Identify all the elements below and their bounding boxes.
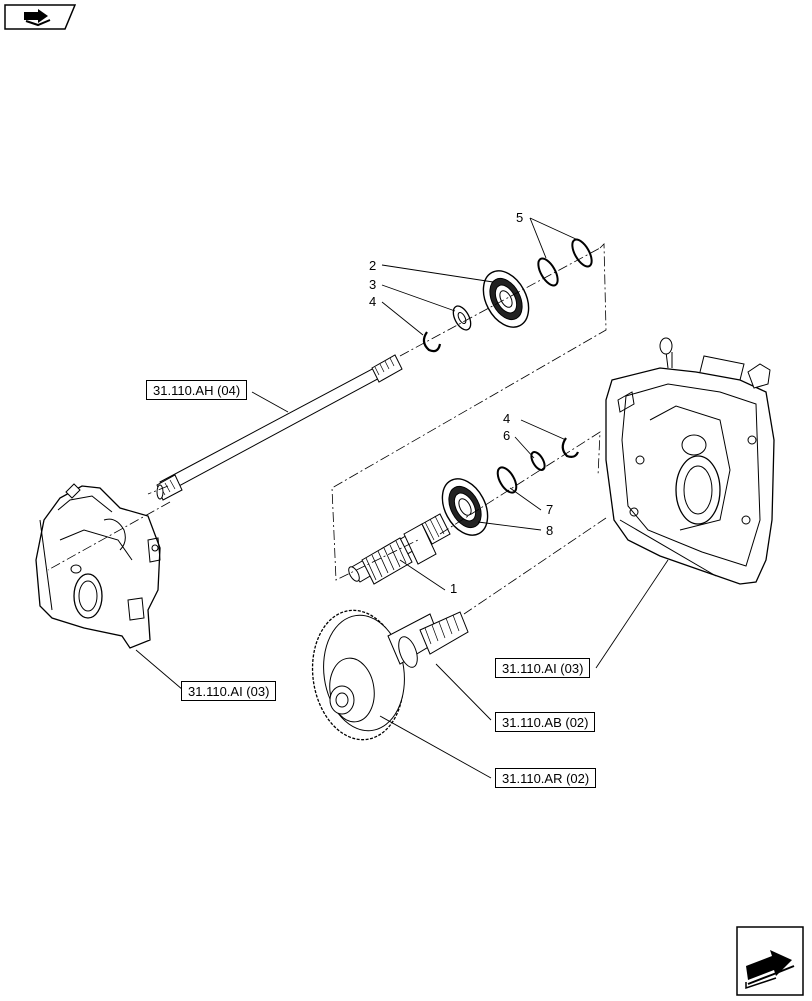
ball-bearing-top	[482, 270, 530, 328]
callout-8: 8	[546, 523, 554, 538]
ref-31-110-ab-02[interactable]: 31.110.AB (02)	[495, 712, 596, 732]
circlip-4-top	[422, 331, 442, 353]
callout-4-middle: 4	[503, 411, 511, 426]
ref-31-110-ar-02[interactable]: 31.110.AR (02)	[495, 768, 597, 788]
callout-4-top: 4	[369, 294, 377, 309]
next-page-arrow-icon	[736, 926, 804, 996]
next-page-button[interactable]	[736, 926, 804, 996]
book-arrow-icon	[4, 4, 77, 30]
snap-ring-7	[496, 466, 518, 494]
snap-rings-5	[537, 238, 593, 287]
ref-31-110-ai-03-left[interactable]: 31.110.AI (03)	[181, 681, 277, 701]
ref-31-110-ai-03-right[interactable]: 31.110.AI (03)	[495, 658, 591, 678]
left-housing	[35, 483, 161, 649]
callout-1: 1	[450, 581, 458, 596]
callout-2: 2	[369, 258, 377, 273]
section-icon-badge[interactable]	[4, 4, 77, 30]
gear-shaft-assembly	[311, 609, 469, 741]
leader-lines	[135, 217, 669, 779]
callout-3: 3	[369, 277, 377, 292]
callout-6: 6	[503, 428, 511, 443]
callout-5: 5	[516, 210, 524, 225]
right-housing	[605, 337, 775, 585]
snap-ring-6	[530, 450, 546, 472]
circlip-4-middle	[561, 437, 580, 458]
assembly-axis-lines	[47, 243, 607, 615]
ref-31-110-ah-04[interactable]: 31.110.AH (04)	[146, 380, 248, 400]
pinion-shaft-1	[348, 513, 451, 585]
ball-bearing-middle	[441, 478, 489, 536]
callout-7: 7	[546, 502, 554, 517]
long-splined-shaft	[156, 354, 403, 501]
thrust-washer-3	[452, 305, 472, 331]
